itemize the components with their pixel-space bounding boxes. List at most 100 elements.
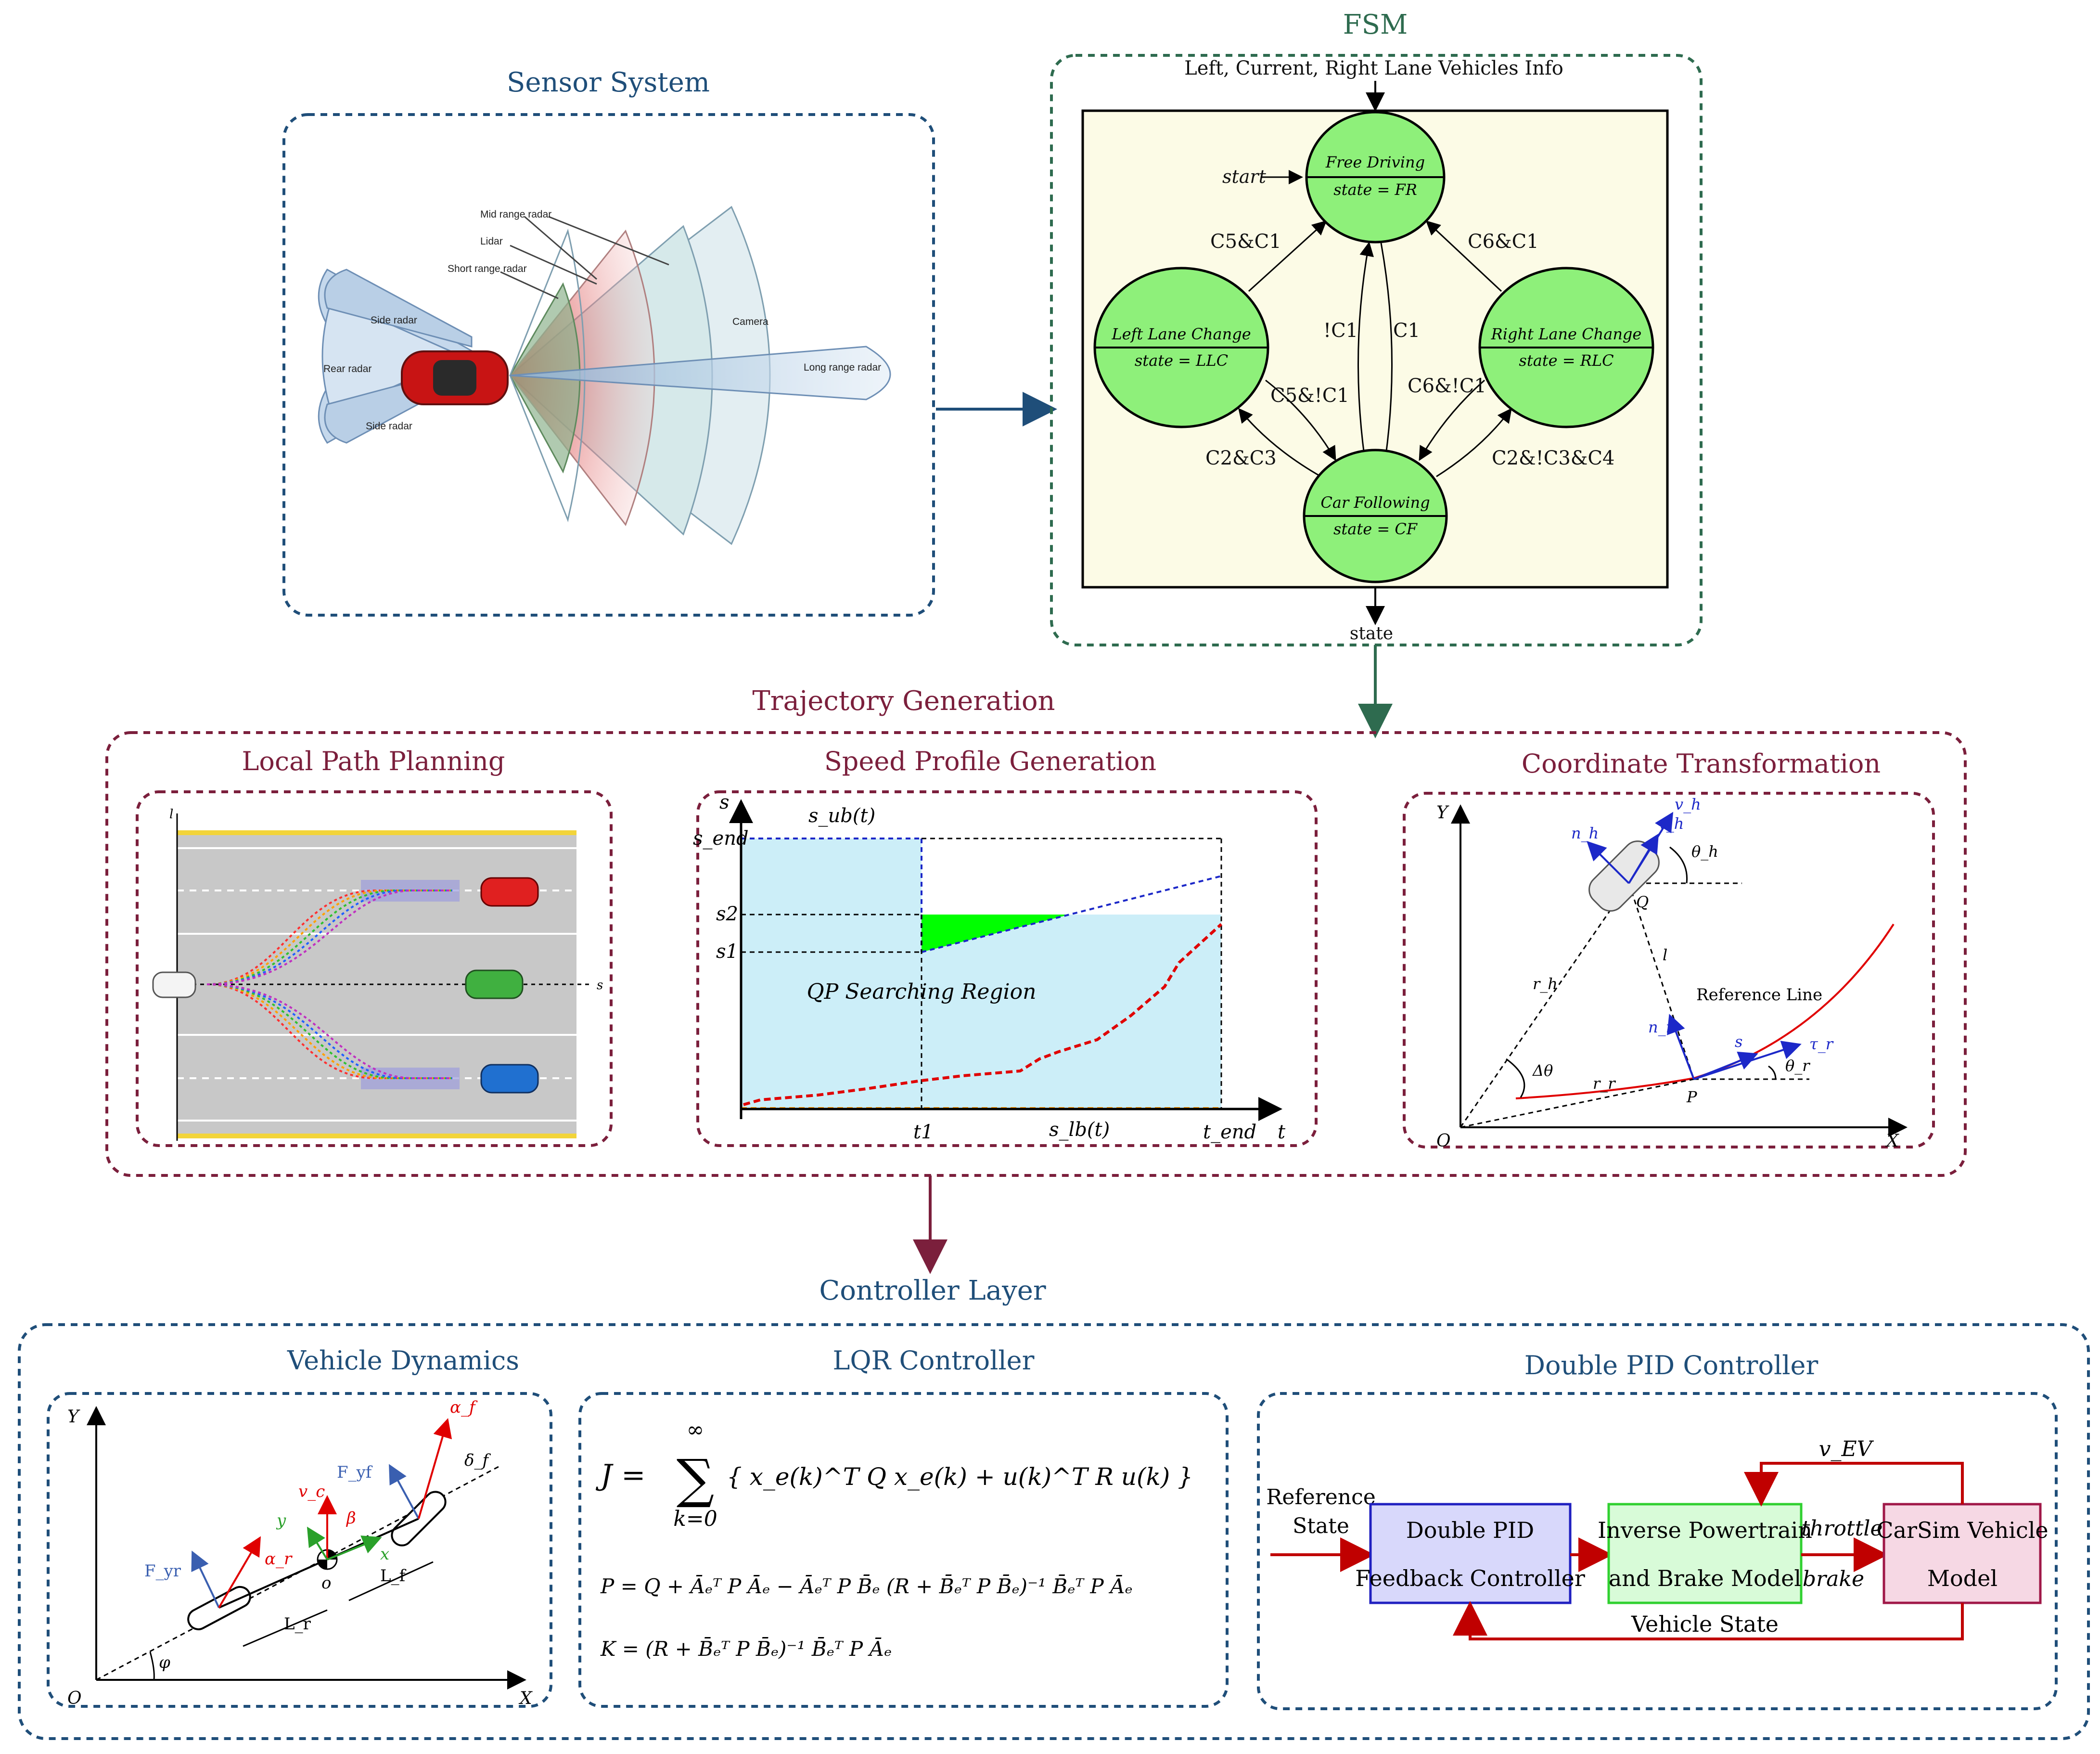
lqr-frame <box>578 1392 1229 1708</box>
reference-line-label: Reference Line <box>1696 985 1822 1005</box>
controller-layer-panel: Controller Layer Vehicle Dynamics <box>18 1275 2090 1740</box>
coord-r-h: r_h <box>1533 975 1558 993</box>
transition-fr-cf: C1 <box>1393 320 1420 342</box>
speed-t-end-label: t_end <box>1203 1121 1256 1143</box>
sensor-coverage-illustration: Mid range radar Lidar Short range radar … <box>318 206 891 545</box>
short-range-radar-label: Short range radar <box>448 263 527 274</box>
vd-lr: L_r <box>284 1614 311 1634</box>
transition-rlc-fr: C6&C1 <box>1468 231 1539 253</box>
speed-s-ub-label: s_ub(t) <box>808 805 875 827</box>
vd-axis-y: Y <box>67 1407 80 1427</box>
vehicle-dynamics-title: Vehicle Dynamics <box>287 1345 519 1376</box>
lqr-title: LQR Controller <box>833 1345 1035 1376</box>
vd-lf: L_f <box>380 1566 407 1586</box>
coord-p: P <box>1686 1088 1697 1106</box>
speed-profile-title: Speed Profile Generation <box>824 746 1156 776</box>
speed-s1-label: s1 <box>716 941 738 963</box>
pid-ref-line1: Reference <box>1266 1485 1376 1509</box>
coord-r-r: r_r <box>1593 1074 1616 1093</box>
coord-tau-h: τ_h <box>1658 814 1684 833</box>
pid-vehicle-state: Vehicle State <box>1631 1611 1779 1637</box>
fsm-input-label: Left, Current, Right Lane Vehicles Info <box>1184 57 1563 79</box>
vehicle-dynamics-frame <box>47 1392 552 1708</box>
coord-n-h: n_h <box>1571 824 1599 842</box>
side-radar-top-label: Side radar <box>371 315 417 326</box>
pid-block1-line1: Double PID <box>1406 1517 1534 1543</box>
state-free-driving: Free Driving state = FR <box>1305 111 1446 244</box>
speed-s-end-label: s_end <box>693 827 749 850</box>
trajectory-title: Trajectory Generation <box>752 685 1055 717</box>
state-left-lane-change: Left Lane Change state = LLC <box>1093 267 1269 428</box>
coord-n-r: n_r <box>1648 1018 1674 1036</box>
pid-block2-line2: and Brake Model <box>1609 1565 1801 1591</box>
lqr-eq-j-sum: ∑ <box>677 1448 715 1509</box>
speed-t1-label: t1 <box>913 1121 934 1143</box>
local-path-title: Local Path Planning <box>242 746 505 776</box>
speed-s-lb-label: s_lb(t) <box>1049 1119 1110 1141</box>
fsm-panel: FSM Left, Current, Right Lane Vehicles I… <box>1050 9 1703 646</box>
vd-alpha-r: α_r <box>265 1549 293 1569</box>
sensor-system-frame <box>282 113 935 617</box>
controller-frame <box>18 1323 2090 1740</box>
lqr-eq-j-top: ∞ <box>687 1418 704 1442</box>
long-range-radar-label: Long range radar <box>804 362 881 373</box>
state-right-lane-change: Right Lane Change state = RLC <box>1478 267 1654 428</box>
transition-cf-rlc: C2&!C3&C4 <box>1492 447 1614 469</box>
side-radar-bottom-label: Side radar <box>366 421 412 432</box>
speed-region-label: QP Searching Region <box>807 980 1037 1004</box>
coord-dtheta: Δθ <box>1532 1061 1553 1080</box>
state-fr-value: state = FR <box>1333 181 1417 199</box>
coord-origin: O <box>1436 1131 1451 1151</box>
road-illustration: l s <box>152 807 603 1141</box>
fsm-title: FSM <box>1343 9 1408 40</box>
state-car-following: Car Following state = CF <box>1303 449 1448 583</box>
transition-cf-llc: C2&C3 <box>1205 447 1277 469</box>
vd-fyf: F_yf <box>337 1463 373 1482</box>
vd-beta: β <box>346 1509 356 1528</box>
coord-transform-title: Coordinate Transformation <box>1522 748 1881 779</box>
coord-theta-h: θ_h <box>1691 842 1718 861</box>
vd-vc: v_c <box>298 1482 325 1501</box>
start-label: start <box>1222 166 1267 187</box>
local-axis-s: s <box>597 978 603 993</box>
state-llc-name: Left Lane Change <box>1111 325 1251 343</box>
state-rlc-name: Right Lane Change <box>1491 325 1642 343</box>
rear-radar-label: Rear radar <box>323 363 371 374</box>
speed-axis-t: t <box>1278 1121 1286 1143</box>
coord-transform-frame <box>1403 792 1935 1148</box>
mid-range-radar-label: Mid range radar <box>480 209 551 220</box>
state-cf-value: state = CF <box>1333 520 1418 538</box>
transition-cf-fr: !C1 <box>1323 320 1358 342</box>
local-axis-l: l <box>169 807 173 822</box>
speed-axis-s: s <box>719 791 730 813</box>
fsm-transitions <box>1238 220 1512 488</box>
fsm-output-label: state <box>1350 624 1393 644</box>
coord-q: Q <box>1636 893 1649 911</box>
coord-theta-r: θ_r <box>1785 1057 1810 1075</box>
pid-block3-line2: Model <box>1927 1565 1998 1591</box>
pid-v-ev: v_EV <box>1819 1437 1874 1461</box>
vd-phi: φ <box>159 1653 170 1672</box>
lqr-eq-j-bottom: k=0 <box>673 1507 717 1531</box>
pid-block2-line1: Inverse Powertrain <box>1598 1517 1812 1543</box>
speed-s2-label: s2 <box>716 903 738 925</box>
state-llc-value: state = LLC <box>1135 351 1228 370</box>
transition-rlc-cf: C6&!C1 <box>1408 375 1486 397</box>
pid-block1-line2: Feedback Controller <box>1355 1565 1585 1591</box>
sensor-system-panel: Sensor System Mid range radar <box>282 67 935 617</box>
state-rlc-value: state = RLC <box>1519 351 1613 370</box>
coord-axis-y: Y <box>1436 803 1449 823</box>
vehicle-dynamics-diagram: Y X O φ F_yr α_r y v_c β F_yf α_f δ_f x … <box>67 1398 533 1708</box>
vd-fyr: F_yr <box>144 1561 181 1581</box>
controller-title: Controller Layer <box>819 1275 1046 1306</box>
local-path-frame <box>136 790 613 1147</box>
sensor-system-title: Sensor System <box>507 67 710 98</box>
coord-axis-x: X <box>1885 1131 1899 1151</box>
vd-axis-x: X <box>518 1689 533 1708</box>
pid-title: Double PID Controller <box>1524 1350 1818 1380</box>
camera-label: Camera <box>732 316 768 327</box>
vd-x: x <box>380 1545 389 1564</box>
speed-profile-frame <box>696 790 1318 1147</box>
pid-brake: brake <box>1803 1567 1864 1591</box>
